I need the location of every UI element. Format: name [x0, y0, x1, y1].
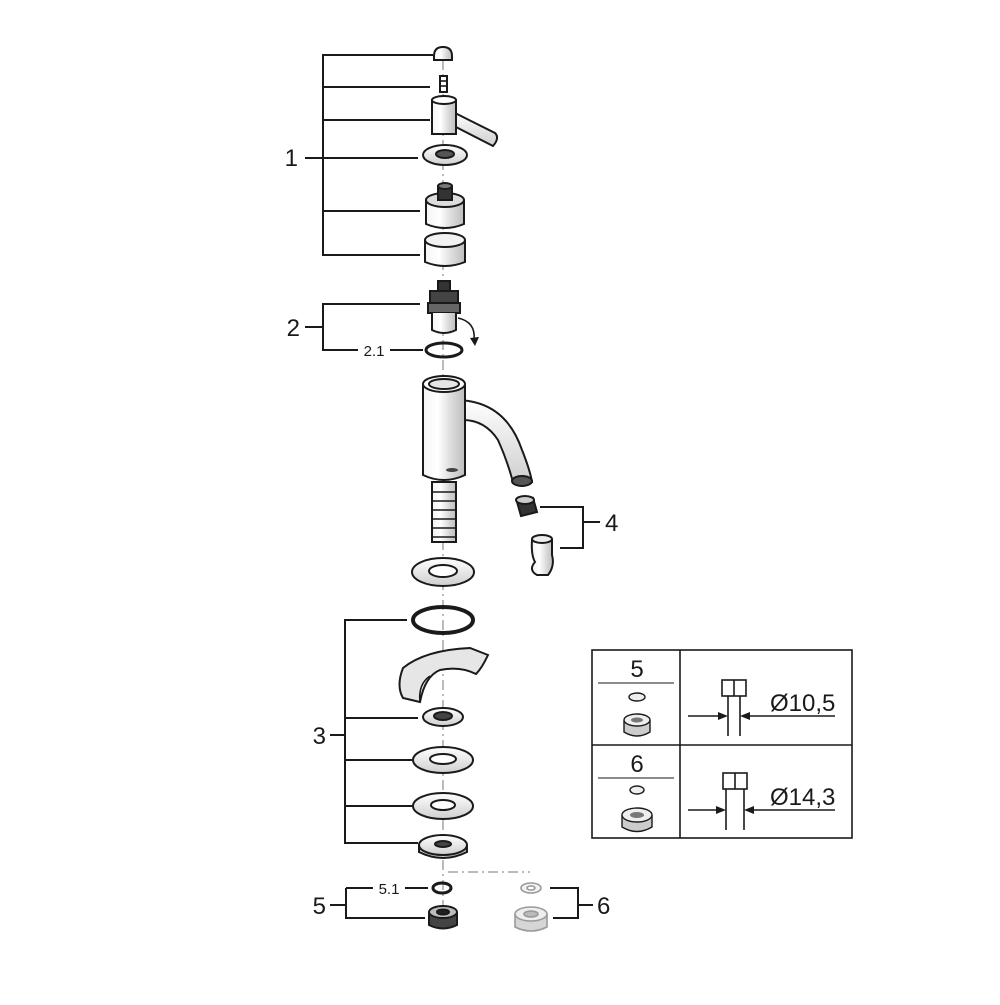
tap-body-part [422, 375, 534, 543]
callout-5-label: 5 [313, 893, 326, 920]
callout-5-bracket [330, 887, 428, 919]
flat-washer-part [412, 746, 474, 774]
metal-washer-part [412, 792, 474, 820]
callout-4-label: 4 [605, 510, 618, 537]
callout-2-bracket [305, 303, 423, 351]
inset-dimension-14-3: Ø14,3 [770, 784, 835, 811]
aerator-part [515, 495, 539, 518]
rubber-washer-part [422, 707, 464, 727]
inset-row-6-label: 6 [630, 751, 643, 778]
callout-1-label: 1 [285, 145, 298, 172]
upper-washer-part [411, 557, 475, 587]
callout-5-1-label: 5.1 [379, 881, 400, 898]
callout-2-label: 2 [287, 315, 300, 342]
compression-nut-5-part [428, 905, 458, 930]
spindle-extension-part [425, 182, 465, 229]
fixing-nut-part [418, 834, 468, 859]
callout-1-bracket [305, 54, 433, 256]
cover-ring-part [422, 144, 468, 166]
callout-3-label: 3 [313, 723, 326, 750]
inset-ring-6-icon [629, 785, 645, 795]
callout-2-1-label: 2.1 [364, 343, 385, 360]
callout-3-bracket [330, 619, 418, 844]
seal-ring-part [411, 605, 475, 635]
cap-button-part [433, 45, 453, 61]
inset-row-5-label: 5 [630, 656, 643, 683]
small-ring-5-1-part [431, 881, 453, 895]
countertop-section-part [398, 646, 490, 704]
inset-nut-6-icon [621, 807, 653, 833]
inset-dimension-10-5: Ø10,5 [770, 690, 835, 717]
pipe-dimension-14-3-icon [688, 772, 835, 830]
compression-nut-6-part [514, 906, 548, 932]
sleeve-part [424, 232, 466, 267]
o-ring-2-1-part [424, 341, 464, 359]
inset-ring-5-icon [628, 692, 646, 702]
lever-handle-part [431, 95, 499, 148]
pipe-dimension-10-5-icon [688, 679, 835, 736]
inset-nut-5-icon [623, 713, 651, 737]
callout-6-label: 6 [597, 893, 610, 920]
aerator-key-part [530, 534, 554, 576]
callout-4-bracket [540, 506, 600, 549]
callout-6-bracket [550, 887, 593, 919]
screw-part [439, 75, 448, 93]
cartridge-part [427, 280, 479, 346]
small-ring-6-part [520, 882, 542, 894]
